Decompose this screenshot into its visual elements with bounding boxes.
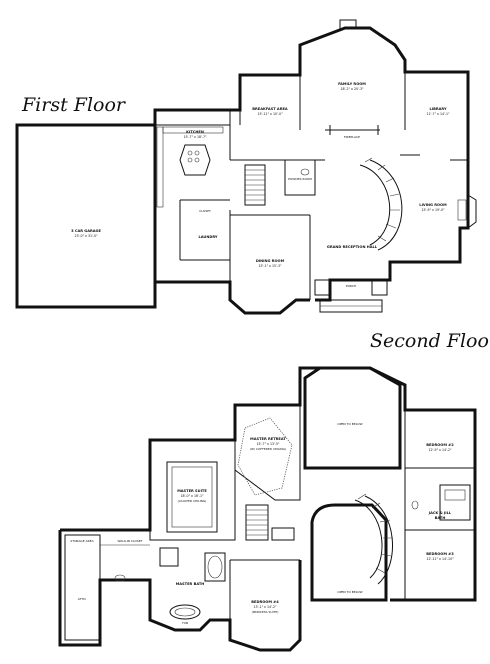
jack-jill-label: JACK & JILL bbox=[428, 511, 452, 515]
first-floor-outer-wall-bottom bbox=[153, 280, 310, 315]
bedroom3-dim: 12'-11" x 14'-10" bbox=[426, 557, 454, 561]
jack-jill-bath-label: BATH bbox=[435, 516, 446, 520]
tub-outline bbox=[204, 552, 226, 582]
second-floor-outer-wall-right bbox=[60, 366, 477, 602]
powder-room-walls bbox=[284, 159, 316, 196]
jack-jill-bath-walls bbox=[439, 484, 471, 521]
master-bath-tub bbox=[169, 604, 201, 620]
first-floor-outer-wall-right bbox=[153, 26, 470, 302]
living-room-dim: 15'-9" x 19'-0" bbox=[421, 208, 445, 212]
open-to-below-upper bbox=[303, 366, 402, 470]
second-floor-plan: MASTER SUITE 18'-0" x 16'-1" (VAULTED CE… bbox=[58, 366, 477, 652]
garage-dim: 23'-0" x 31'-0" bbox=[74, 234, 98, 238]
bedroom4-label: BEDROOM #4 bbox=[251, 600, 279, 604]
garage-label: 3 CAR GARAGE bbox=[71, 229, 101, 233]
breakfast-dim: 15'-11" x 10'-0" bbox=[257, 112, 283, 116]
kitchen-label: KITCHEN bbox=[186, 130, 204, 134]
garage-walls bbox=[15, 123, 157, 309]
bedroom4-dim: 13'-1" x 14'-2" bbox=[253, 605, 277, 609]
family-room-label: FAMILY ROOM bbox=[338, 82, 366, 86]
chimney bbox=[339, 19, 357, 30]
kitchen-dim: 15'-7" x 18'-7" bbox=[183, 135, 207, 139]
kitchen-island bbox=[179, 144, 211, 176]
closet-label: CLOSET bbox=[199, 209, 211, 213]
second-floor-title: Second Floor bbox=[370, 330, 490, 352]
master-suite-dim: 18'-0" x 16'-1" bbox=[180, 494, 204, 498]
second-floor-curved-stairs bbox=[354, 493, 393, 585]
family-room-dim: 18'-2" x 20'-3" bbox=[340, 87, 364, 91]
service-stairs bbox=[244, 164, 266, 206]
breakfast-label: BREAKFAST AREA bbox=[252, 107, 288, 111]
walkin-closet-label: WALK-IN CLOSET bbox=[118, 539, 143, 543]
second-floor-outer-wall-left bbox=[58, 530, 302, 652]
dining-room-dim: 15'-1" x 15'-3" bbox=[258, 264, 282, 268]
coffered-ceiling bbox=[237, 417, 293, 496]
attic-label: ATTIC bbox=[78, 597, 86, 601]
second-floor-stairs bbox=[245, 504, 295, 541]
laundry-label: LAUNDRY bbox=[198, 235, 217, 239]
master-suite-vault bbox=[166, 461, 218, 533]
grand-curved-stairs bbox=[359, 157, 403, 251]
dining-room-label: DINING ROOM bbox=[256, 259, 285, 263]
fireplace-label: FIREPLACE bbox=[344, 135, 360, 139]
master-bath-label: MASTER BATH bbox=[176, 582, 205, 586]
first-floor-plan: 3 CAR GARAGE 23'-0" x 31'-0" KITCHEN 15'… bbox=[15, 19, 477, 315]
master-retreat-note: (W/ COFFERED CEILING) bbox=[250, 447, 286, 451]
library-label: LIBRARY bbox=[429, 107, 446, 111]
living-room-label: LIVING ROOM bbox=[419, 203, 447, 207]
bedroom4-note: (PRINCESS SUITE) bbox=[252, 610, 279, 614]
master-suite-note: (VAULTED CEILING) bbox=[178, 499, 207, 503]
first-floor-title: First Floor bbox=[22, 94, 125, 116]
storage-area-label: STORAGE AREA bbox=[70, 539, 94, 543]
powder-room-label: POWDER ROOM bbox=[288, 177, 312, 181]
open-to-below-upper-label: OPEN TO BELOW bbox=[337, 422, 362, 426]
master-suite-label: MASTER SUITE bbox=[177, 489, 207, 493]
tub-label: TUB bbox=[181, 621, 188, 625]
bedroom2-dim: 12'-9" x 14'-2" bbox=[428, 448, 452, 452]
library-dim: 11'-7" x 14'-1" bbox=[426, 112, 450, 116]
master-retreat-dim: 15'-7" x 13'-5" bbox=[256, 442, 280, 446]
bedroom2-label: BEDROOM #2 bbox=[426, 443, 454, 447]
bedroom3-label: BEDROOM #3 bbox=[426, 552, 454, 556]
porch-label: PORCH bbox=[346, 284, 356, 288]
open-to-below-lower bbox=[310, 503, 388, 602]
grand-hall-label: GRAND RECEPTION HALL bbox=[327, 245, 378, 249]
master-retreat-label: MASTER RETREAT bbox=[250, 437, 286, 441]
open-to-below-lower-label: OPEN TO BELOW bbox=[337, 590, 362, 594]
